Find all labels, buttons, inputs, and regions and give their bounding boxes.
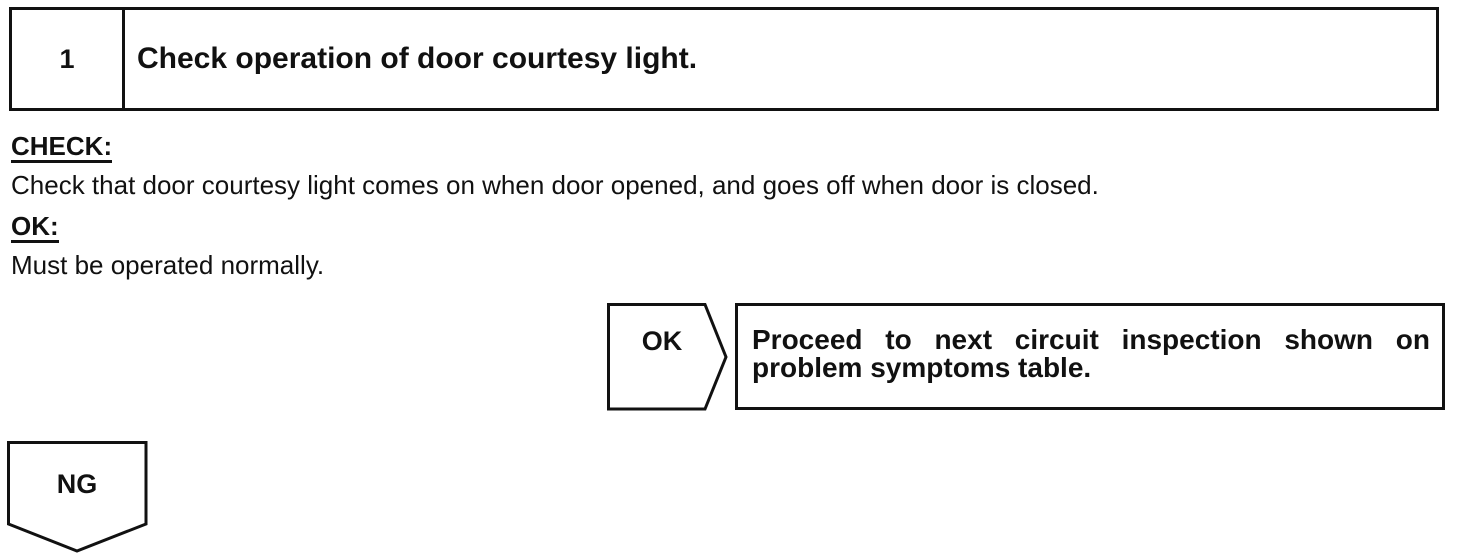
ok-arrow-label: OK	[641, 326, 683, 356]
ok-result-box: Proceed to next circuit inspection shown…	[735, 303, 1445, 410]
ng-arrow-icon	[7, 441, 148, 553]
step-title: Check operation of door courtesy light.	[137, 42, 698, 75]
check-text: Check that door courtesy light comes on …	[11, 170, 1099, 200]
check-label: CHECK:	[11, 131, 113, 163]
step-header: 1 Check operation of door courtesy light…	[9, 7, 1439, 111]
ng-arrow-label: NG	[56, 469, 98, 499]
ok-arrow-icon	[607, 303, 728, 411]
ok-result-text: Proceed to next circuit inspection shown…	[752, 324, 1430, 383]
ok-text: Must be operated normally.	[11, 250, 325, 280]
ok-label: OK:	[11, 211, 59, 243]
step-number: 1	[12, 10, 125, 108]
